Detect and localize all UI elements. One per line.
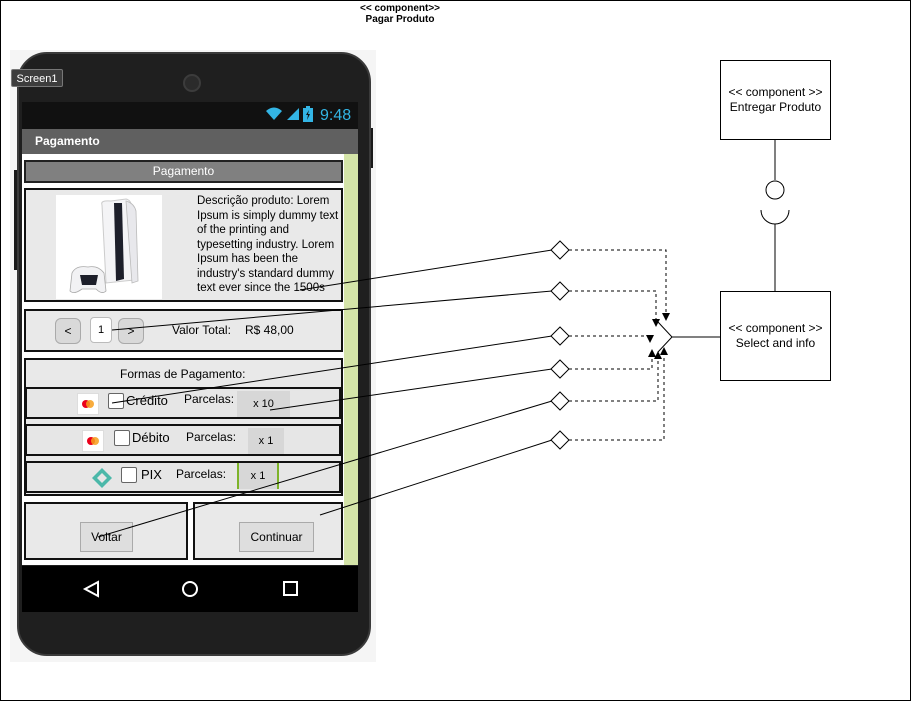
payment-methods-title: Formas de Pagamento: — [120, 367, 246, 381]
quantity-field[interactable]: 1 — [90, 317, 112, 343]
credit-label: Crédito — [126, 393, 168, 408]
component-entregar-produto: << component >> Entregar Produto — [720, 60, 831, 140]
phone-speaker — [183, 74, 201, 92]
debit-label: Débito — [132, 430, 170, 445]
pix-label: PIX — [141, 467, 162, 482]
credit-checkbox[interactable] — [108, 393, 124, 409]
total-value: R$ 48,00 — [245, 323, 294, 337]
signal-icon — [286, 107, 300, 126]
component-select-and-info: << component >> Select and info — [720, 291, 831, 381]
pix-checkbox[interactable] — [121, 467, 137, 483]
home-nav-icon — [182, 581, 198, 597]
status-bar — [22, 102, 358, 129]
quantity-increase-button[interactable]: > — [118, 318, 144, 344]
component-name: Select and info — [735, 336, 816, 350]
mastercard-icon — [82, 430, 104, 452]
payment-row-pix: PIX Parcelas: x 1 — [25, 461, 341, 493]
pix-icon — [90, 466, 114, 495]
phone-side-button — [369, 128, 373, 168]
component-name: Entregar Produto — [729, 100, 822, 114]
status-clock: 9:48 — [320, 107, 352, 124]
product-description: Descrição produto: Lorem Ipsum is simply… — [197, 195, 339, 294]
android-nav-bar — [22, 566, 358, 612]
mastercard-icon — [77, 393, 99, 415]
battery-icon — [303, 105, 313, 127]
phone-volume-button — [14, 170, 18, 270]
debit-parcelas-label: Parcelas: — [186, 430, 237, 444]
credit-parcelas-label: Parcelas: — [184, 392, 235, 406]
back-nav-icon — [82, 580, 99, 598]
product-image — [56, 195, 162, 299]
payment-header: Pagamento — [24, 160, 343, 183]
total-label: Valor Total: — [172, 323, 231, 337]
pix-parcelas-select[interactable]: x 1 — [237, 463, 279, 489]
payment-row-debit: Débito Parcelas: x 1 — [25, 424, 341, 456]
credit-parcelas-select[interactable]: x 10 — [237, 391, 290, 417]
debit-parcelas-select[interactable]: x 1 — [248, 428, 284, 454]
screen-label: Screen1 — [11, 69, 63, 87]
product-panel: Descrição produto: Lorem Ipsum is simply… — [24, 188, 343, 302]
back-button-panel: Voltar — [24, 502, 188, 560]
back-button[interactable]: Voltar — [80, 522, 133, 552]
outer-component-name: Pagar Produto — [365, 14, 435, 25]
debit-checkbox[interactable] — [114, 430, 130, 446]
continue-button[interactable]: Continuar — [239, 522, 314, 552]
quantity-panel: < 1 > Valor Total: R$ 48,00 — [24, 309, 343, 352]
outer-component-stereotype: << component>> — [359, 3, 441, 14]
continue-button-panel: Continuar — [193, 502, 343, 560]
pix-parcelas-label: Parcelas: — [176, 467, 227, 481]
payment-row-credit: Crédito Parcelas: x 10 — [25, 387, 341, 419]
component-stereotype: << component >> — [728, 85, 823, 99]
status-icons: 9:48 — [265, 105, 352, 127]
wifi-icon — [265, 107, 283, 126]
component-stereotype: << component >> — [728, 321, 823, 335]
recents-nav-icon — [283, 581, 298, 596]
outer-component-title: << component>> Pagar Produto — [300, 3, 500, 25]
quantity-decrease-button[interactable]: < — [55, 318, 81, 344]
app-title-bar: Pagamento — [22, 129, 358, 154]
